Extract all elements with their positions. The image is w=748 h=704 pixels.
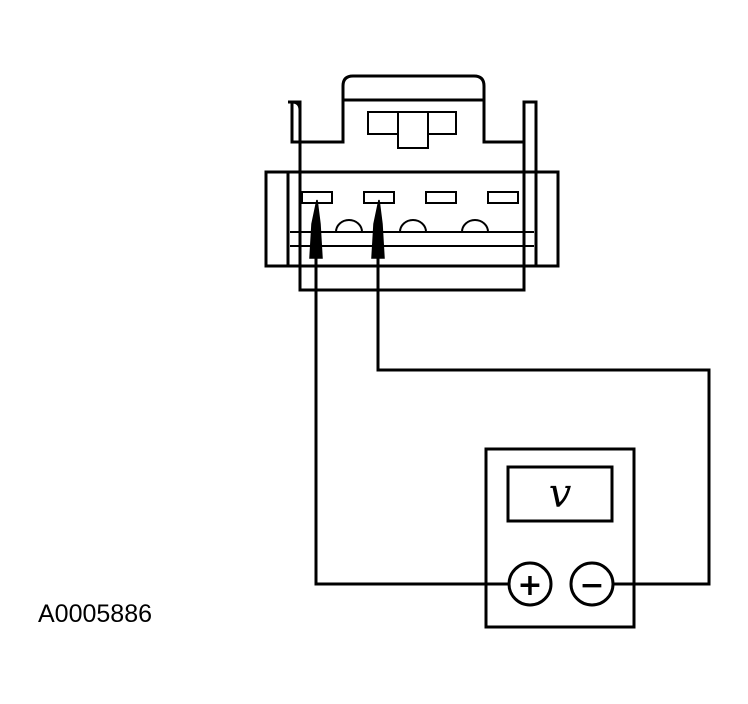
electrical-connector [264,74,560,292]
negative-terminal-symbol: − [579,568,604,603]
voltmeter-unit-symbol: v [549,471,572,517]
negative-terminal [569,561,615,607]
connector-body [290,98,526,172]
voltmeter-body [484,447,636,629]
pin-latch-arcs [335,219,489,233]
positive-terminal-symbol: + [517,568,542,603]
connector-left-flange [264,170,302,268]
positive-lead-wire [314,258,510,586]
pin-cavity-3 [425,191,457,204]
connector-base [298,264,526,292]
connector-right-flange [522,170,560,268]
voltmeter-display [506,465,614,523]
connector-housing [286,170,538,268]
connector-key [367,111,457,149]
negative-lead-wire [376,258,711,586]
probe-negative [371,199,385,259]
voltmeter: v + − [484,447,636,629]
connector-latch [341,74,486,100]
positive-terminal [507,561,553,607]
pin-cavity-4 [487,191,519,204]
figure-id-label: A0005886 [38,600,153,628]
probe-positive [309,199,323,259]
